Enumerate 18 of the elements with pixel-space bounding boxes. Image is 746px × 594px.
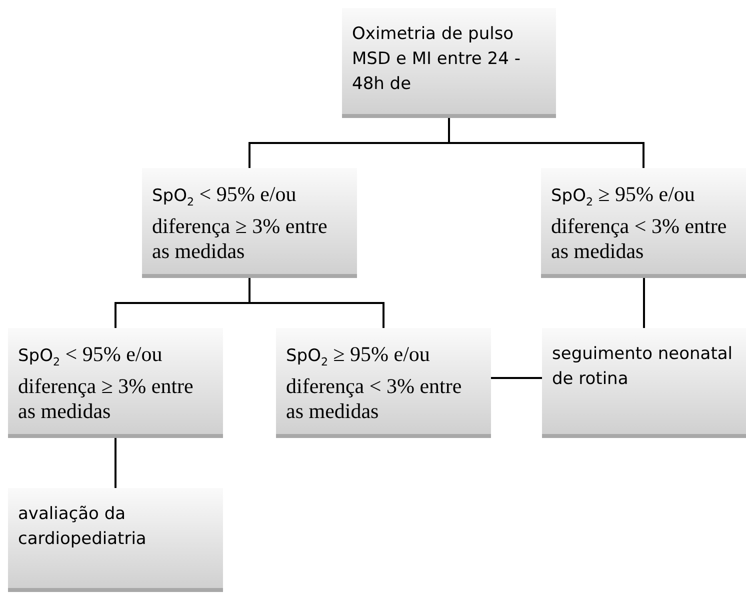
flow-box xyxy=(8,328,223,438)
box-text: avaliação da cardiopediatria xyxy=(18,503,148,551)
box-text: SpO$_{2}$ < 95% e/ou diferença ≥ 3% entre as medidas xyxy=(152,182,328,264)
box-text: SpO$_{2}$ ≥ 95% e/ou diferença < 3% entre as medidas xyxy=(551,182,728,264)
connector-line xyxy=(643,278,645,328)
box-text: SpO$_{2}$ < 95% e/ou diferença ≥ 3% entre as medidas xyxy=(18,342,194,424)
flow-box xyxy=(542,328,746,438)
flow-box xyxy=(276,328,491,438)
flow-box xyxy=(8,488,223,592)
connector-line xyxy=(491,377,542,379)
flow-box xyxy=(541,168,746,278)
flow-box xyxy=(142,168,357,278)
box-text: Oximetria de pulso MSD e MI entre 24 - 48h de xyxy=(352,23,522,96)
box-text: seguimento neonatal de rotina xyxy=(552,343,734,391)
connector-line xyxy=(114,438,116,488)
box-text: SpO$_{2}$ ≥ 95% e/ou diferença < 3% entre as medidas xyxy=(286,342,463,424)
connector-line xyxy=(248,278,384,328)
flow-box xyxy=(342,8,556,118)
